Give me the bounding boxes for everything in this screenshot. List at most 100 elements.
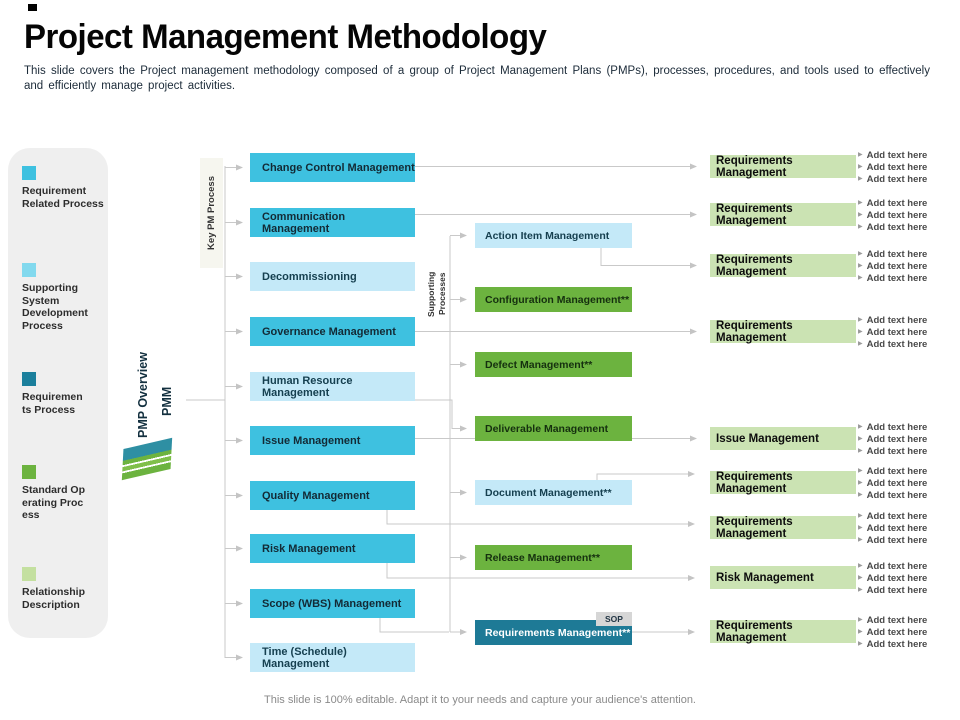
sop-tag: SOP [596,612,632,626]
bullet-arrow-icon: ▶ [858,424,863,430]
legend-label: Requirement Related Process [22,185,104,210]
outcome-box-requirements-7[interactable]: Requirements Management [710,516,856,540]
add-text-item[interactable]: ▶Add text here [858,584,928,596]
legend-swatch-dark-teal [22,372,36,386]
add-text-item[interactable]: ▶Add text here [858,638,928,650]
legend-item-relationship-description: Relationship Description [22,567,114,611]
bullet-arrow-icon: ▶ [858,513,863,519]
add-text-group-1: ▶Add text here ▶Add text here ▶Add text … [858,149,956,185]
add-text-item[interactable]: ▶Add text here [858,534,928,546]
add-text-item[interactable]: ▶Add text here [858,221,928,233]
bullet-arrow-icon: ▶ [858,587,863,593]
legend-label: Requirements Process [22,391,83,416]
support-box-defect[interactable]: Defect Management** [475,352,632,377]
add-text-group-7: ▶Add text here ▶Add text here ▶Add text … [858,510,956,546]
add-text-group-8: ▶Add text here ▶Add text here ▶Add text … [858,560,956,596]
support-box-configuration[interactable]: Configuration Management** [475,287,632,312]
key-pm-process-text: Key PM Process [206,176,217,250]
bullet-arrow-icon: ▶ [858,275,863,281]
add-text-item[interactable]: ▶Add text here [858,465,928,477]
bullet-arrow-icon: ▶ [858,341,863,347]
outcome-box-requirements-3[interactable]: Requirements Management [710,254,856,278]
legend-label: Relationship Description [22,586,86,611]
add-text-item[interactable]: ▶Add text here [858,626,928,638]
support-box-deliverable[interactable]: Deliverable Management [475,416,632,441]
outcome-box-issue[interactable]: Issue Management [710,427,856,450]
add-text-item[interactable]: ▶Add text here [858,326,928,338]
process-box-issue[interactable]: Issue Management [250,426,415,455]
process-box-governance[interactable]: Governance Management [250,317,415,346]
bullet-arrow-icon: ▶ [858,176,863,182]
legend-swatch-green [22,465,36,479]
bullet-arrow-icon: ▶ [858,317,863,323]
legend-item-supporting-system: Supporting System Development Process [22,263,114,332]
process-box-scope-wbs[interactable]: Scope (WBS) Management [250,589,415,618]
process-box-risk[interactable]: Risk Management [250,534,415,563]
outcome-box-requirements-2[interactable]: Requirements Management [710,203,856,227]
outcome-box-requirements-4[interactable]: Requirements Management [710,320,856,344]
process-box-change-control[interactable]: Change Control Management [250,153,415,182]
add-text-item[interactable]: ▶Add text here [858,489,928,501]
add-text-item[interactable]: ▶Add text here [858,248,928,260]
add-text-item[interactable]: ▶Add text here [858,572,928,584]
add-text-group-3: ▶Add text here ▶Add text here ▶Add text … [858,248,956,284]
legend-swatch-light-green [22,567,36,581]
add-text-group-6: ▶Add text here ▶Add text here ▶Add text … [858,465,956,501]
bullet-arrow-icon: ▶ [858,263,863,269]
legend-item-standard-operating: Standard Operating Process [22,465,114,522]
add-text-item[interactable]: ▶Add text here [858,197,928,209]
support-box-document[interactable]: Document Management** [475,480,632,505]
bullet-arrow-icon: ▶ [858,480,863,486]
add-text-item[interactable]: ▶Add text here [858,338,928,350]
outcome-box-risk[interactable]: Risk Management [710,566,856,589]
add-text-item[interactable]: ▶Add text here [858,209,928,221]
add-text-item[interactable]: ▶Add text here [858,314,928,326]
process-box-communication[interactable]: Communication Management [250,208,415,237]
bullet-arrow-icon: ▶ [858,251,863,257]
support-box-release[interactable]: Release Management** [475,545,632,570]
legend-swatch-cyan [22,166,36,180]
bullet-arrow-icon: ▶ [858,575,863,581]
add-text-group-4: ▶Add text here ▶Add text here ▶Add text … [858,314,956,350]
legend-label: Supporting System Development Process [22,282,88,332]
bullet-arrow-icon: ▶ [858,329,863,335]
add-text-group-9: ▶Add text here ▶Add text here ▶Add text … [858,614,956,650]
bullet-arrow-icon: ▶ [858,436,863,442]
add-text-item[interactable]: ▶Add text here [858,614,928,626]
add-text-item[interactable]: ▶Add text here [858,445,928,457]
legend-panel: Requirement Related Process Supporting S… [8,148,108,638]
add-text-item[interactable]: ▶Add text here [858,560,928,572]
bullet-arrow-icon: ▶ [858,641,863,647]
pmp-overview-label: PMP Overview [136,352,150,438]
bullet-arrow-icon: ▶ [858,492,863,498]
pmm-label: PMM [160,386,174,416]
add-text-item[interactable]: ▶Add text here [858,433,928,445]
bullet-arrow-icon: ▶ [858,152,863,158]
legend-swatch-light-cyan [22,263,36,277]
process-box-time-schedule[interactable]: Time (Schedule) Management [250,643,415,672]
add-text-item[interactable]: ▶Add text here [858,477,928,489]
bullet-arrow-icon: ▶ [858,468,863,474]
add-text-item[interactable]: ▶Add text here [858,510,928,522]
add-text-item[interactable]: ▶Add text here [858,522,928,534]
bullet-arrow-icon: ▶ [858,212,863,218]
slide-corner-mark [28,4,37,11]
add-text-item[interactable]: ▶Add text here [858,421,928,433]
outcome-box-requirements-6[interactable]: Requirements Management [710,471,856,495]
outcome-box-requirements-1[interactable]: Requirements Management [710,155,856,179]
add-text-item[interactable]: ▶Add text here [858,173,928,185]
process-box-quality[interactable]: Quality Management [250,481,415,510]
supporting-processes-text: Supporting Processes [426,271,447,317]
bullet-arrow-icon: ▶ [858,563,863,569]
process-box-decommissioning[interactable]: Decommissioning [250,262,415,291]
add-text-item[interactable]: ▶Add text here [858,161,928,173]
support-box-action-item[interactable]: Action Item Management [475,223,632,248]
bullet-arrow-icon: ▶ [858,448,863,454]
add-text-item[interactable]: ▶Add text here [858,272,928,284]
outcome-box-requirements-9[interactable]: Requirements Management [710,620,856,644]
bullet-arrow-icon: ▶ [858,629,863,635]
add-text-item[interactable]: ▶Add text here [858,149,928,161]
add-text-item[interactable]: ▶Add text here [858,260,928,272]
process-box-human-resource[interactable]: Human Resource Management [250,372,415,401]
